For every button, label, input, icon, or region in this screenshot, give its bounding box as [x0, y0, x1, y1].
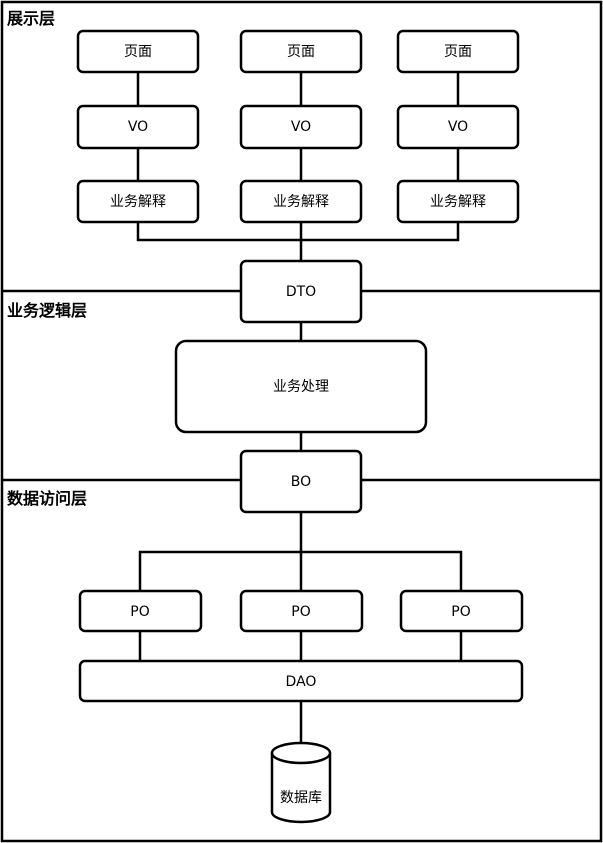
- interpreter-node-label: 业务解释: [273, 194, 329, 210]
- vo-node-3: VO: [396, 104, 520, 150]
- page-node-2: 页面: [239, 29, 363, 74]
- edge-bo-po-split: [138, 550, 463, 591]
- database-icon: 数据库: [270, 741, 332, 824]
- business-processing-label: 业务处理: [273, 379, 329, 395]
- page-node-label: 页面: [124, 44, 152, 60]
- interpreter-node-label: 业务解释: [430, 194, 486, 210]
- po-node-label: PO: [451, 604, 470, 620]
- interpreter-node-1: 业务解释: [76, 179, 200, 224]
- layer-title-business: 业务逻辑层: [7, 301, 87, 320]
- edge-interp-merge: [136, 222, 460, 242]
- interpreter-node-label: 业务解释: [110, 194, 166, 210]
- po-node-3: PO: [399, 589, 524, 633]
- database-label: 数据库: [280, 790, 322, 806]
- interpreter-node-3: 业务解释: [396, 179, 520, 224]
- dto-node: DTO: [239, 259, 363, 324]
- vo-node-label: VO: [128, 119, 148, 135]
- vo-node-1: VO: [76, 104, 200, 150]
- layer-title-presentation: 展示层: [7, 9, 55, 28]
- dao-node: DAO: [78, 659, 524, 703]
- po-node-1: PO: [78, 589, 203, 633]
- page-node-3: 页面: [396, 29, 520, 74]
- bo-node: BO: [239, 449, 363, 514]
- page-node-label: 页面: [287, 44, 315, 60]
- interpreter-node-2: 业务解释: [239, 179, 363, 224]
- po-node-2: PO: [239, 589, 364, 633]
- po-node-label: PO: [291, 604, 310, 620]
- po-node-label: PO: [130, 604, 149, 620]
- page-node-1: 页面: [76, 29, 200, 74]
- business-processing-node: 业务处理: [174, 339, 428, 434]
- vo-node-label: VO: [291, 119, 311, 135]
- dao-node-label: DAO: [286, 674, 317, 690]
- dto-node-label: DTO: [286, 284, 316, 300]
- layer-title-data-access: 数据访问层: [7, 489, 87, 508]
- page-node-label: 页面: [444, 44, 472, 60]
- bo-node-label: BO: [291, 474, 311, 490]
- vo-node-2: VO: [239, 104, 363, 150]
- vo-node-label: VO: [448, 119, 468, 135]
